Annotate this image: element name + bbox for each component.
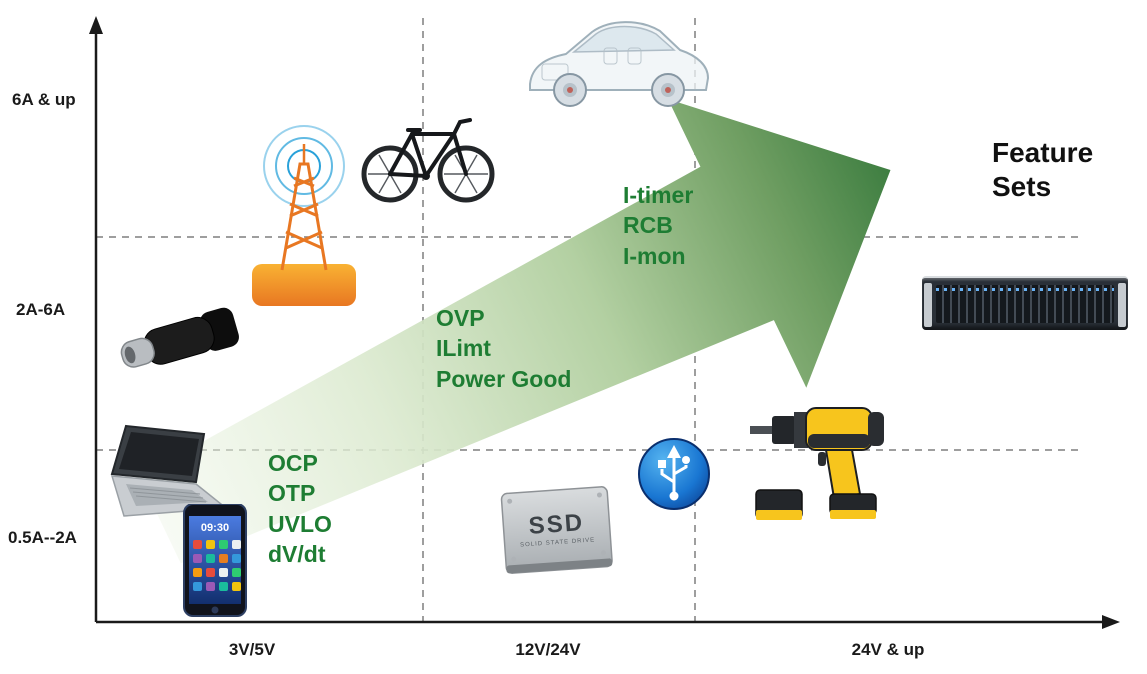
electric-bike-icon [361,118,495,203]
phone-app-grid [193,540,241,591]
server-ear-right [1118,283,1126,327]
cell-tower-icon [252,125,356,306]
feature-line: OVP [436,305,485,331]
x-axis-label-low: 3V/5V [228,640,276,659]
server-led-lights [936,288,1114,291]
feature-line: OCP [268,450,318,476]
ssd-sublabel: SOLID STATE DRIVE [520,537,595,548]
feature-arrow [139,99,891,564]
y-axis-label-low: 0.5A--2A [8,528,77,547]
feature-line: I-mon [623,242,686,269]
server-drive-slots [936,285,1114,323]
feature-line: Power Good [436,365,572,392]
feature-line: dV/dt [268,541,326,568]
ssd-label: SSD [528,509,585,540]
usb-c-cable-icon [120,307,239,368]
rack-server-icon [922,276,1128,330]
laptop-icon [110,424,228,517]
title-line: Sets [992,171,1052,203]
x-axis-label-mid: 12V/24V [515,640,581,659]
feature-line: RCB [623,212,673,239]
feature-line: UVLO [268,510,332,537]
feature-line: I-timer [623,182,694,208]
feature-line: OTP [268,480,316,507]
radio-waves [263,125,345,207]
y-axis-label-mid: 2A-6A [16,300,66,319]
ssd-icon: SSD SOLID STATE DRIVE [500,486,613,574]
axes [94,32,1104,624]
feature-group-mid: OVP ILimt Power Good [436,303,571,394]
y-axis-arrowhead [89,16,103,34]
smartphone-icon: 09:30 [183,504,247,617]
usb-trident [660,456,688,496]
y-axis-label-high: 6A & up [12,90,76,109]
tower-lattice [280,144,328,271]
feature-line: ILimt [436,335,491,362]
feature-group-entry: OCP OTP UVLO dV/dt [268,448,332,569]
usb-logo-icon [638,438,710,510]
feature-group-high: I-timer RCB I-mon [623,180,693,271]
feature-sets-title: Feature Sets [992,136,1093,204]
title-line: Feature [992,137,1094,168]
car-xray-icon [529,21,710,107]
phone-clock: 09:30 [201,522,229,534]
power-drill-icon [750,407,884,520]
server-ear-left [924,283,932,327]
x-axis-arrowhead [1102,615,1120,629]
x-axis-label-high: 24V & up [851,640,925,659]
